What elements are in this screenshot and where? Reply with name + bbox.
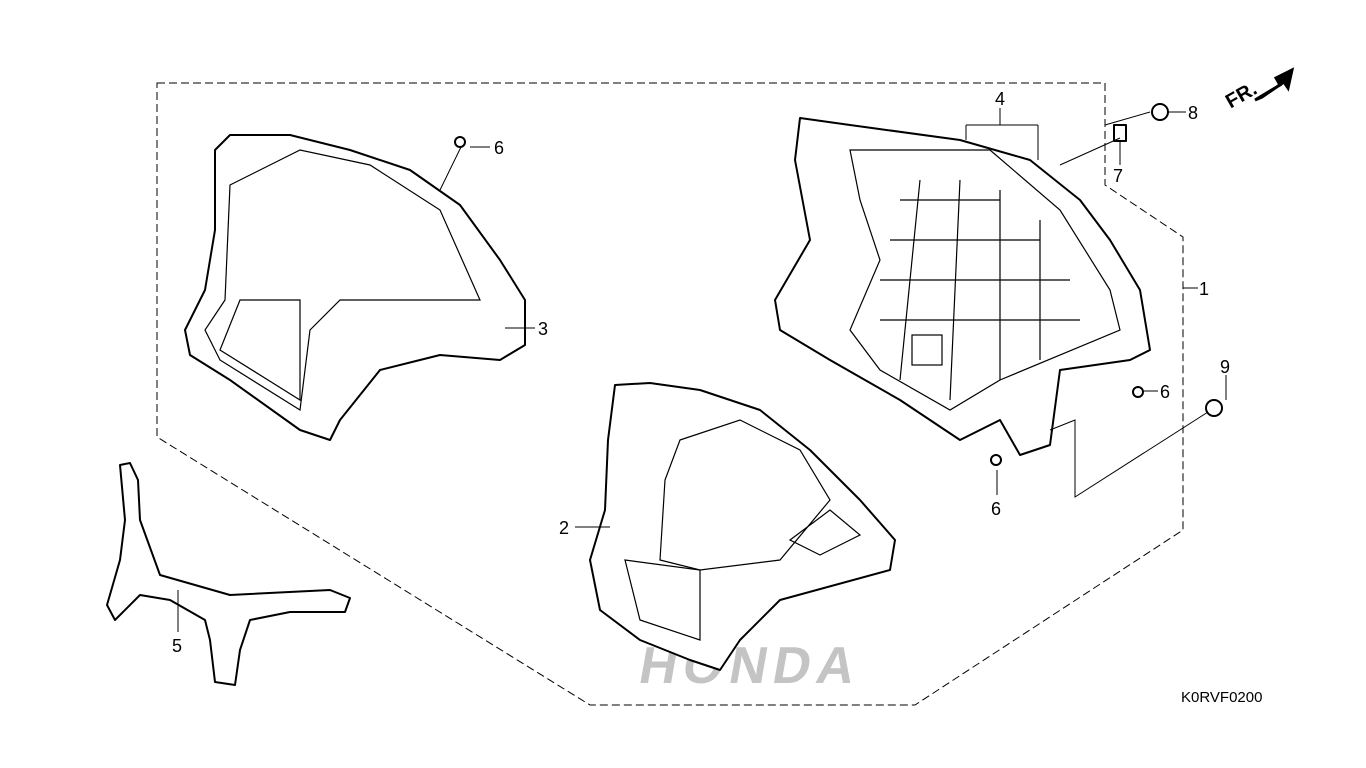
- part-3-cover: [184, 134, 526, 441]
- callout-1: 1: [1199, 279, 1210, 299]
- bolt-8: [1151, 103, 1169, 121]
- callout-4: 4: [995, 89, 1006, 109]
- part-2-panel: [589, 382, 896, 671]
- fasteners: [454, 103, 1223, 466]
- callout-5: 5: [172, 636, 183, 656]
- callout-6-bottom: 6: [991, 499, 1002, 519]
- leader-lines: [177, 108, 1227, 632]
- callout-2: 2: [559, 518, 570, 538]
- screw-6a: [454, 136, 466, 148]
- callout-3: 3: [538, 319, 549, 339]
- callout-7: 7: [1113, 166, 1124, 186]
- callout-9: 9: [1220, 357, 1231, 377]
- part-1-case: [774, 117, 1151, 456]
- bolt-9: [1205, 399, 1223, 417]
- screw-6c: [990, 454, 1002, 466]
- diagram-code: K0RVF0200: [1181, 689, 1263, 706]
- callout-6-right: 6: [1160, 382, 1171, 402]
- callout-6-top: 6: [494, 138, 505, 158]
- front-arrow-icon: [1254, 67, 1295, 102]
- clip-7: [1113, 124, 1127, 142]
- callout-8: 8: [1188, 103, 1199, 123]
- screw-6b: [1132, 386, 1144, 398]
- part-5-emblem: [106, 462, 351, 686]
